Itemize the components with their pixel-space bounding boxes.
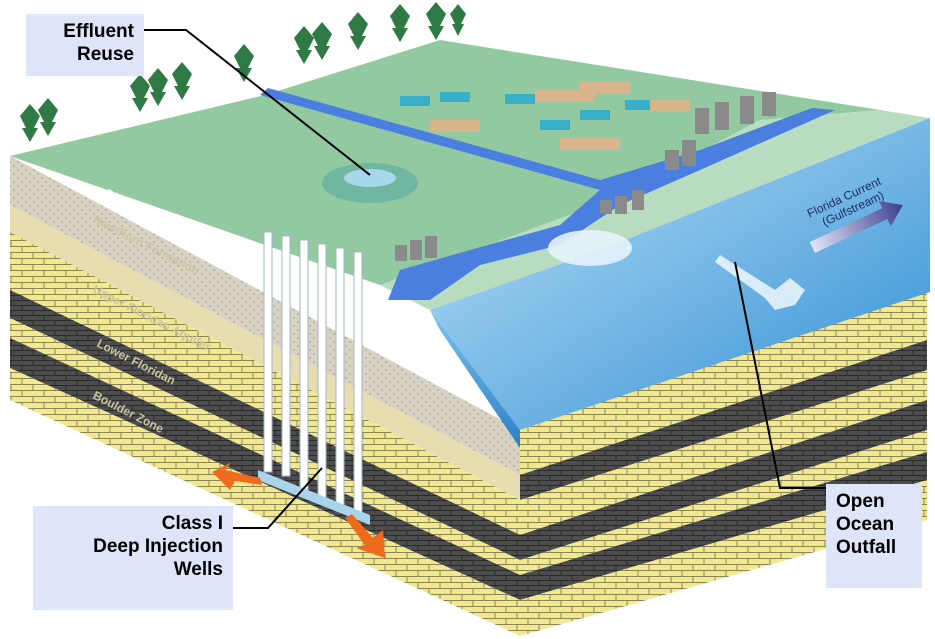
boulder-zone-front [10, 368, 520, 636]
injection-wells [258, 231, 370, 525]
effluent-reuse-callout: Effluent Reuse [26, 14, 144, 76]
leader-line-wells [233, 467, 323, 529]
injection-wells-line-1: Class I [161, 513, 223, 534]
injection-wells-callout: Class I Deep Injection Wells [33, 506, 233, 610]
effluent-reuse-line-1: Effluent [63, 21, 134, 42]
treatment-plant [400, 82, 690, 150]
ocean-outfall-line-1: Open [836, 491, 885, 512]
buildings [395, 92, 776, 261]
leader-line-reuse [144, 29, 371, 176]
outfall-plume [715, 255, 805, 310]
flow-arrow-left [212, 462, 262, 490]
canal [260, 88, 835, 300]
injection-wells-line-2: Deep Injection [93, 536, 223, 557]
leader-line-outfall [734, 261, 826, 489]
front-right-face [520, 292, 927, 636]
current-arrow-icon [809, 200, 903, 253]
ocean-surface [430, 118, 930, 430]
ocean-outfall-line-2: Ocean [836, 514, 895, 535]
trees [20, 2, 466, 142]
outfall-plume-2 [548, 230, 632, 266]
ocean-outfall-line-3: Outfall [836, 537, 897, 558]
land-shade [380, 110, 930, 310]
effluent-reuse-line-2: Reuse [76, 44, 134, 65]
flow-arrow-right [345, 514, 385, 558]
ocean-cross-section [430, 310, 520, 448]
injection-wells-line-3: Wells [173, 559, 223, 580]
ocean-outfall-callout: Open Ocean Outfall [826, 484, 922, 588]
